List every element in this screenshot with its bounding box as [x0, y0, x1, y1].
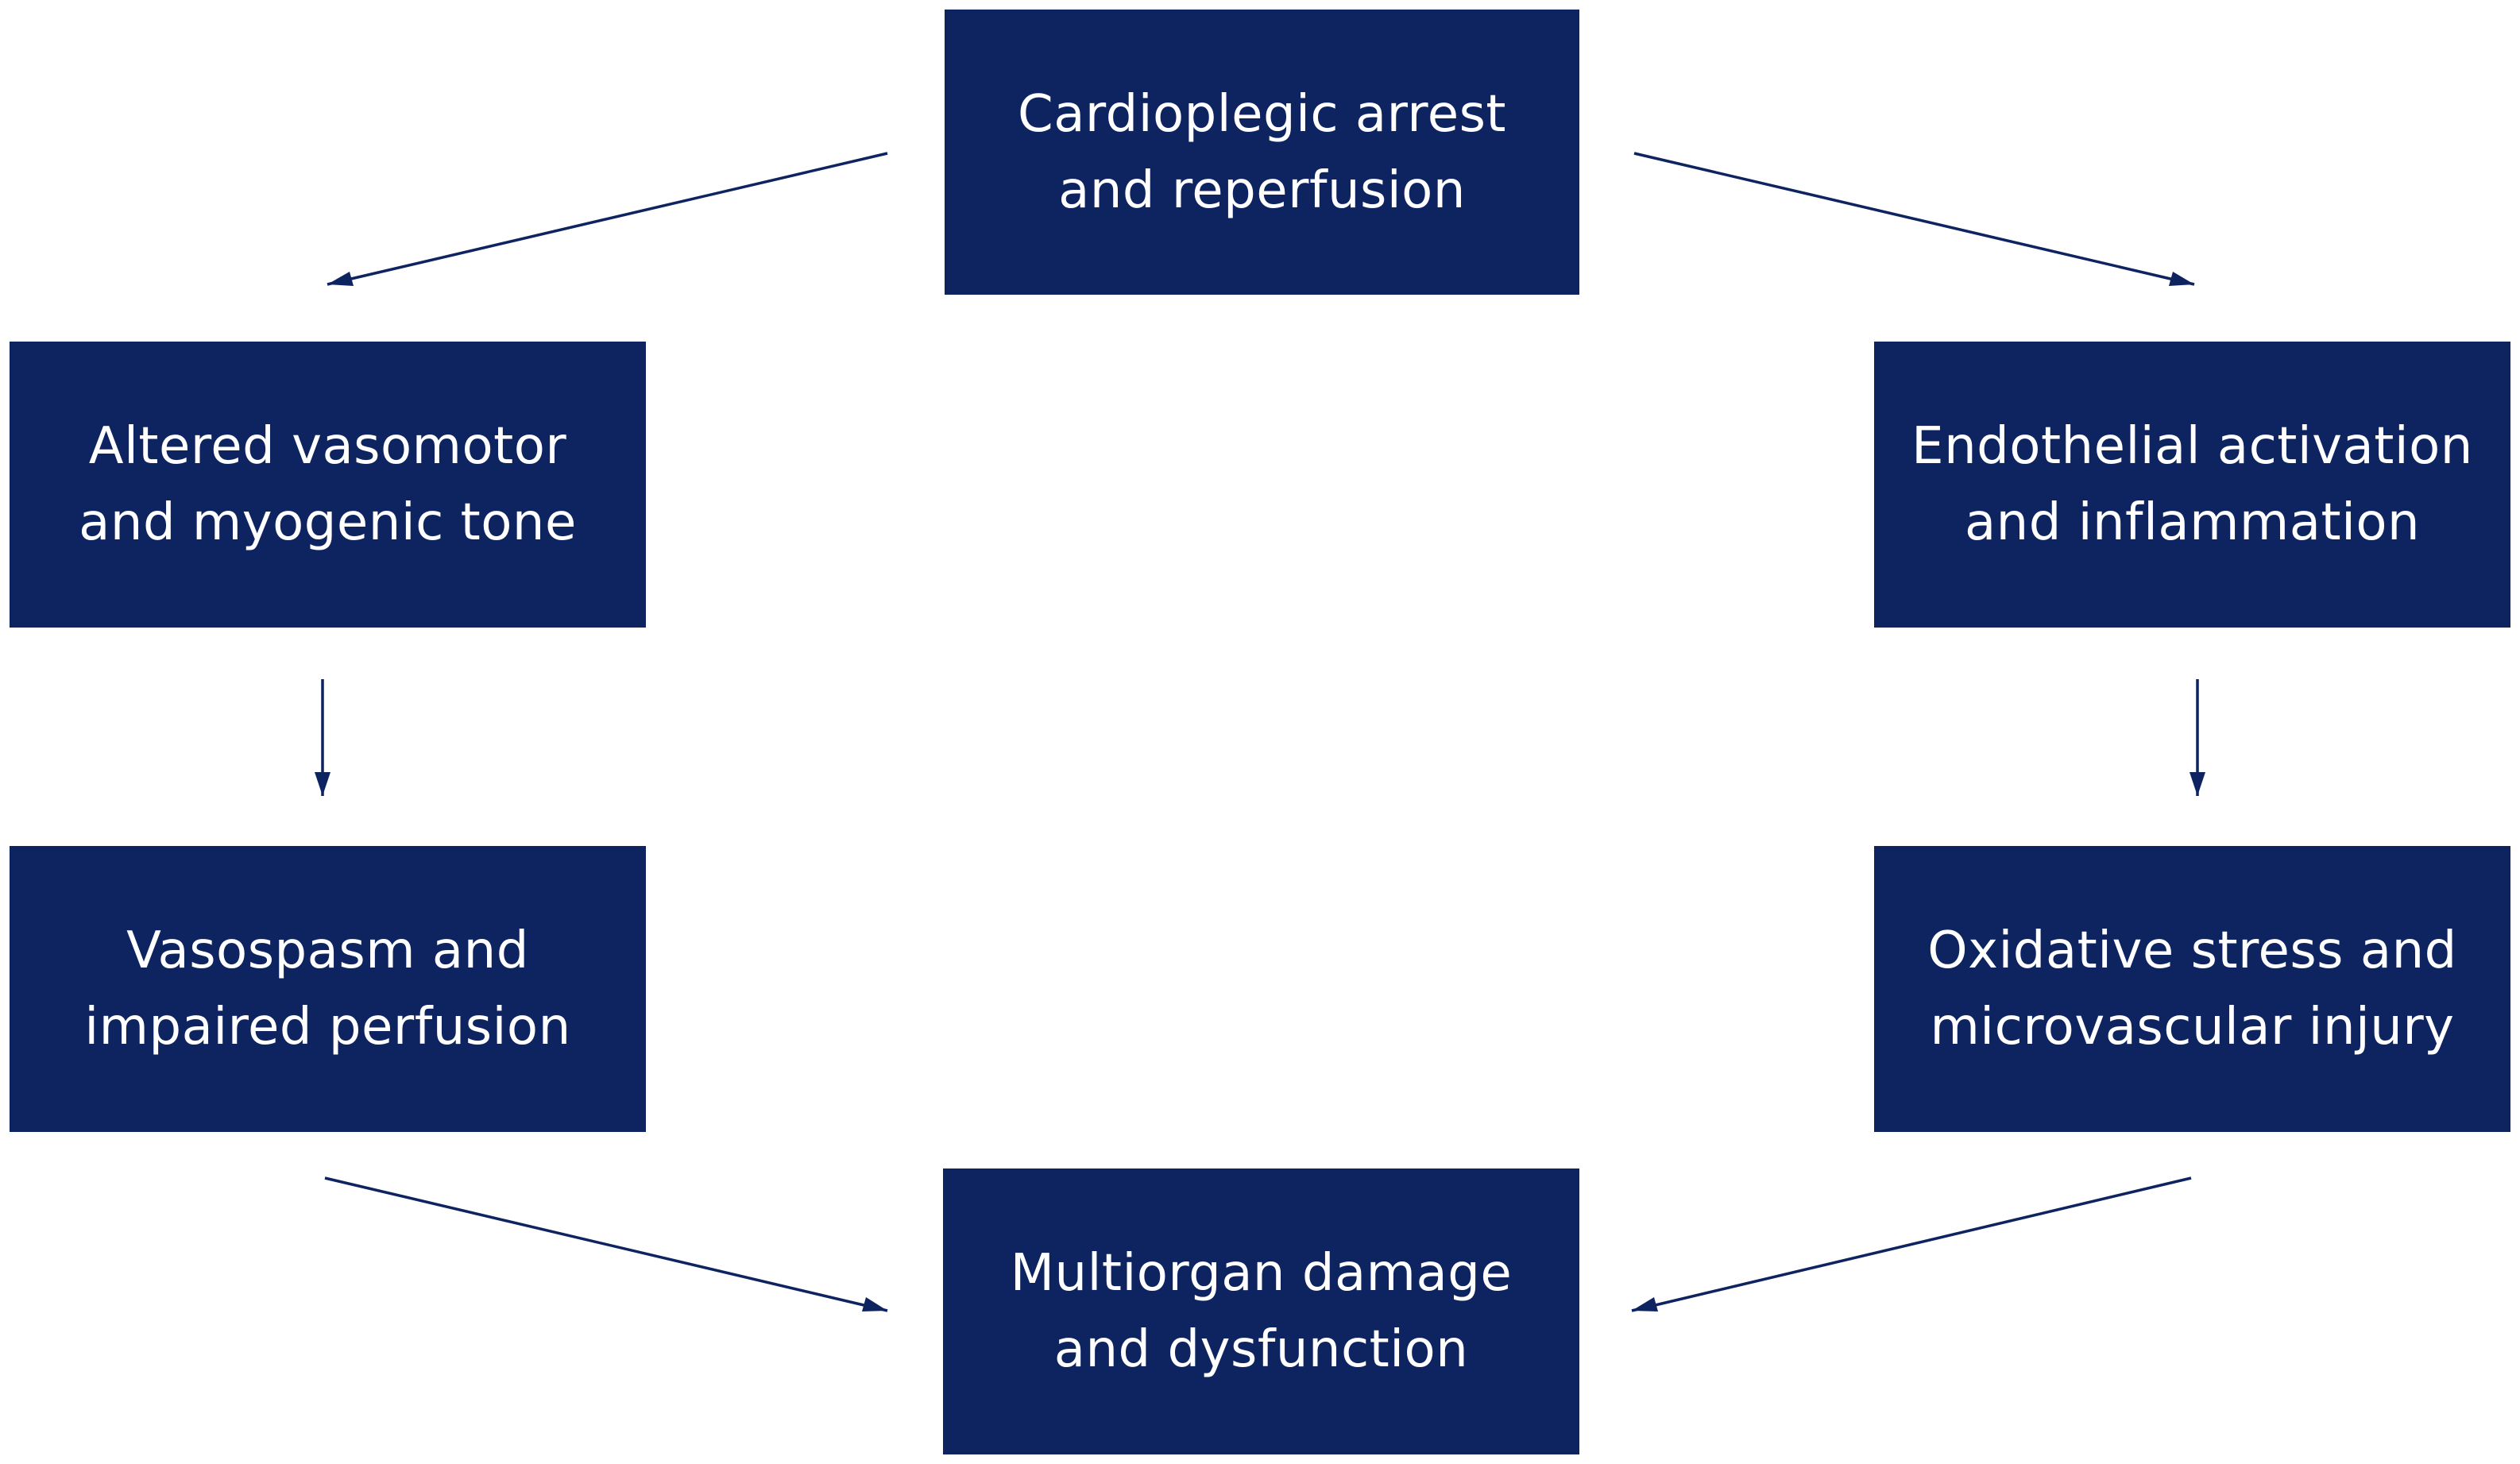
node-label-line: and myogenic tone: [79, 493, 577, 552]
node-vasospasm: Vasospasm and impaired perfusion: [10, 846, 646, 1132]
arrow-top-to-left1: [327, 152, 888, 286]
node-label-line: Cardioplegic arrest: [1018, 84, 1506, 144]
node-label: Oxidative stress and microvascular injur…: [1927, 913, 2457, 1065]
node-label-line: impaired perfusion: [84, 998, 571, 1056]
node-label-line: and inflammation: [1964, 493, 2421, 552]
node-label: Endothelial activation and inflammation: [1911, 408, 2473, 561]
node-label-line: and reperfusion: [1058, 160, 1466, 220]
node-oxidative-stress: Oxidative stress and microvascular injur…: [1874, 846, 2510, 1132]
arrow-left1-to-left2: [315, 679, 330, 796]
node-label-line: Endothelial activation: [1911, 417, 2473, 476]
node-label-line: Oxidative stress and: [1927, 921, 2457, 980]
node-label-line: Multiorgan damage: [1010, 1244, 1513, 1303]
node-label-line: microvascular injury: [1930, 998, 2455, 1056]
node-endothelial-activation: Endothelial activation and inflammation: [1874, 342, 2510, 628]
arrow-left2-to-bottom: [324, 1176, 888, 1312]
arrow-right1-to-right2: [2190, 679, 2205, 796]
node-label-line: Vasospasm and: [126, 921, 529, 980]
node-label: Multiorgan damage and dysfunction: [1011, 1235, 1512, 1388]
arrow-right2-to-bottom: [1631, 1176, 2192, 1312]
node-label: Vasospasm and impaired perfusion: [84, 913, 570, 1065]
node-multiorgan-damage: Multiorgan damage and dysfunction: [943, 1168, 1579, 1454]
node-label: Cardioplegic arrest and reperfusion: [1018, 76, 1506, 229]
node-label-line: Altered vasomotor: [88, 417, 567, 476]
node-cardioplegic-arrest: Cardioplegic arrest and reperfusion: [945, 10, 1579, 295]
node-label-line: and dysfunction: [1053, 1320, 1469, 1379]
node-label: Altered vasomotor and myogenic tone: [79, 408, 577, 561]
arrow-top-to-right1: [1633, 152, 2195, 286]
node-altered-vasomotor: Altered vasomotor and myogenic tone: [10, 342, 646, 628]
